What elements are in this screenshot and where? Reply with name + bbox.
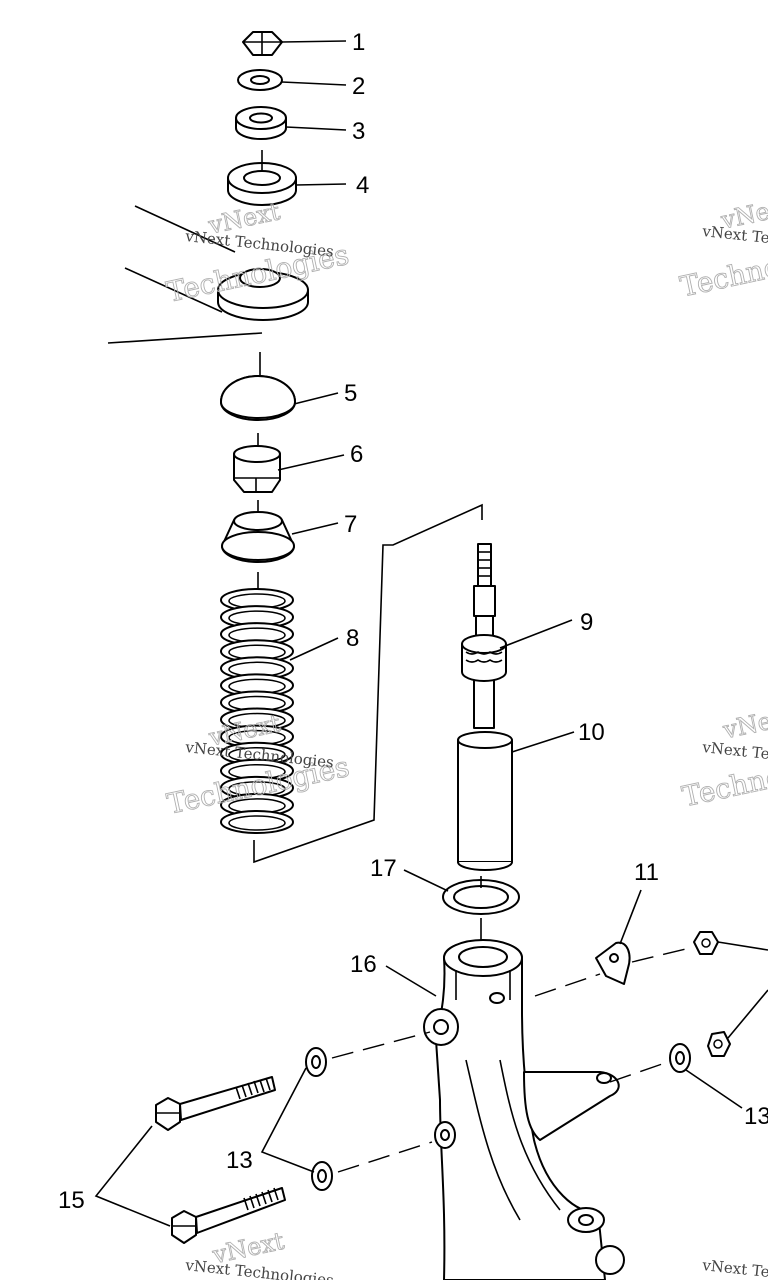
callout-4: 4	[356, 172, 369, 199]
part-washer-left-lower	[311, 1161, 333, 1191]
callout-8: 8	[346, 625, 359, 652]
callout-5: 5	[344, 380, 357, 407]
chassis-line-1	[134, 205, 236, 253]
part-shock-shaft	[473, 543, 496, 729]
part-washer-right	[609, 1043, 691, 1083]
callout-2: 2	[352, 73, 365, 100]
part-washer-thick	[235, 106, 287, 140]
watermark-caption-top-right: vNext Technologies	[701, 222, 768, 256]
callout-16: 16	[350, 951, 377, 978]
part-nut-right-upper	[693, 931, 768, 955]
part-nut-right-lower	[707, 989, 768, 1057]
part-bracket-tab	[534, 941, 691, 997]
part-nut-top	[242, 31, 283, 56]
callout-15: 15	[58, 1187, 85, 1214]
part-bolt-lower	[171, 1187, 286, 1244]
part-bolt-upper	[155, 1076, 276, 1131]
callout-3: 3	[352, 118, 365, 145]
callout-labels: 1 2 3 4 5 6 7 8 9 10 11 13 13 15 16 17	[58, 29, 768, 1214]
part-coil-spring	[220, 588, 294, 834]
callout-6: 6	[350, 441, 363, 468]
callout-9: 9	[580, 609, 593, 636]
callout-17: 17	[370, 855, 397, 882]
leader-lines	[94, 40, 743, 1227]
chassis-line-3	[107, 332, 263, 344]
axis-bolt-upper	[331, 1031, 431, 1059]
callout-10: 10	[578, 719, 605, 746]
part-bushing-cup	[227, 150, 297, 206]
watermark-brand-top: vNext	[720, 702, 768, 745]
callout-11: 11	[634, 859, 659, 886]
part-jam-nut	[233, 433, 281, 493]
part-shock-body	[457, 731, 513, 871]
callout-7: 7	[344, 511, 357, 538]
watermark-caption-bottom-right: vNext Technologies	[701, 1256, 768, 1280]
callout-13-left: 13	[226, 1147, 253, 1174]
part-washer-left-upper	[305, 1047, 327, 1077]
chassis-line-2	[124, 267, 223, 313]
part-seal-ring	[442, 876, 520, 915]
part-steering-knuckle	[423, 939, 625, 1280]
part-spring-retainer	[221, 500, 295, 563]
part-washer-small	[237, 69, 283, 91]
exploded-guide-bracket	[253, 503, 483, 864]
part-dome-cap	[220, 375, 296, 421]
axis-bolt-lower	[337, 1141, 433, 1173]
spring-coil-inner	[228, 815, 286, 831]
part-bump-stop	[461, 634, 507, 682]
part-mount-plate	[217, 268, 309, 321]
callout-13-right: 13	[744, 1103, 768, 1130]
callout-1: 1	[352, 29, 365, 56]
